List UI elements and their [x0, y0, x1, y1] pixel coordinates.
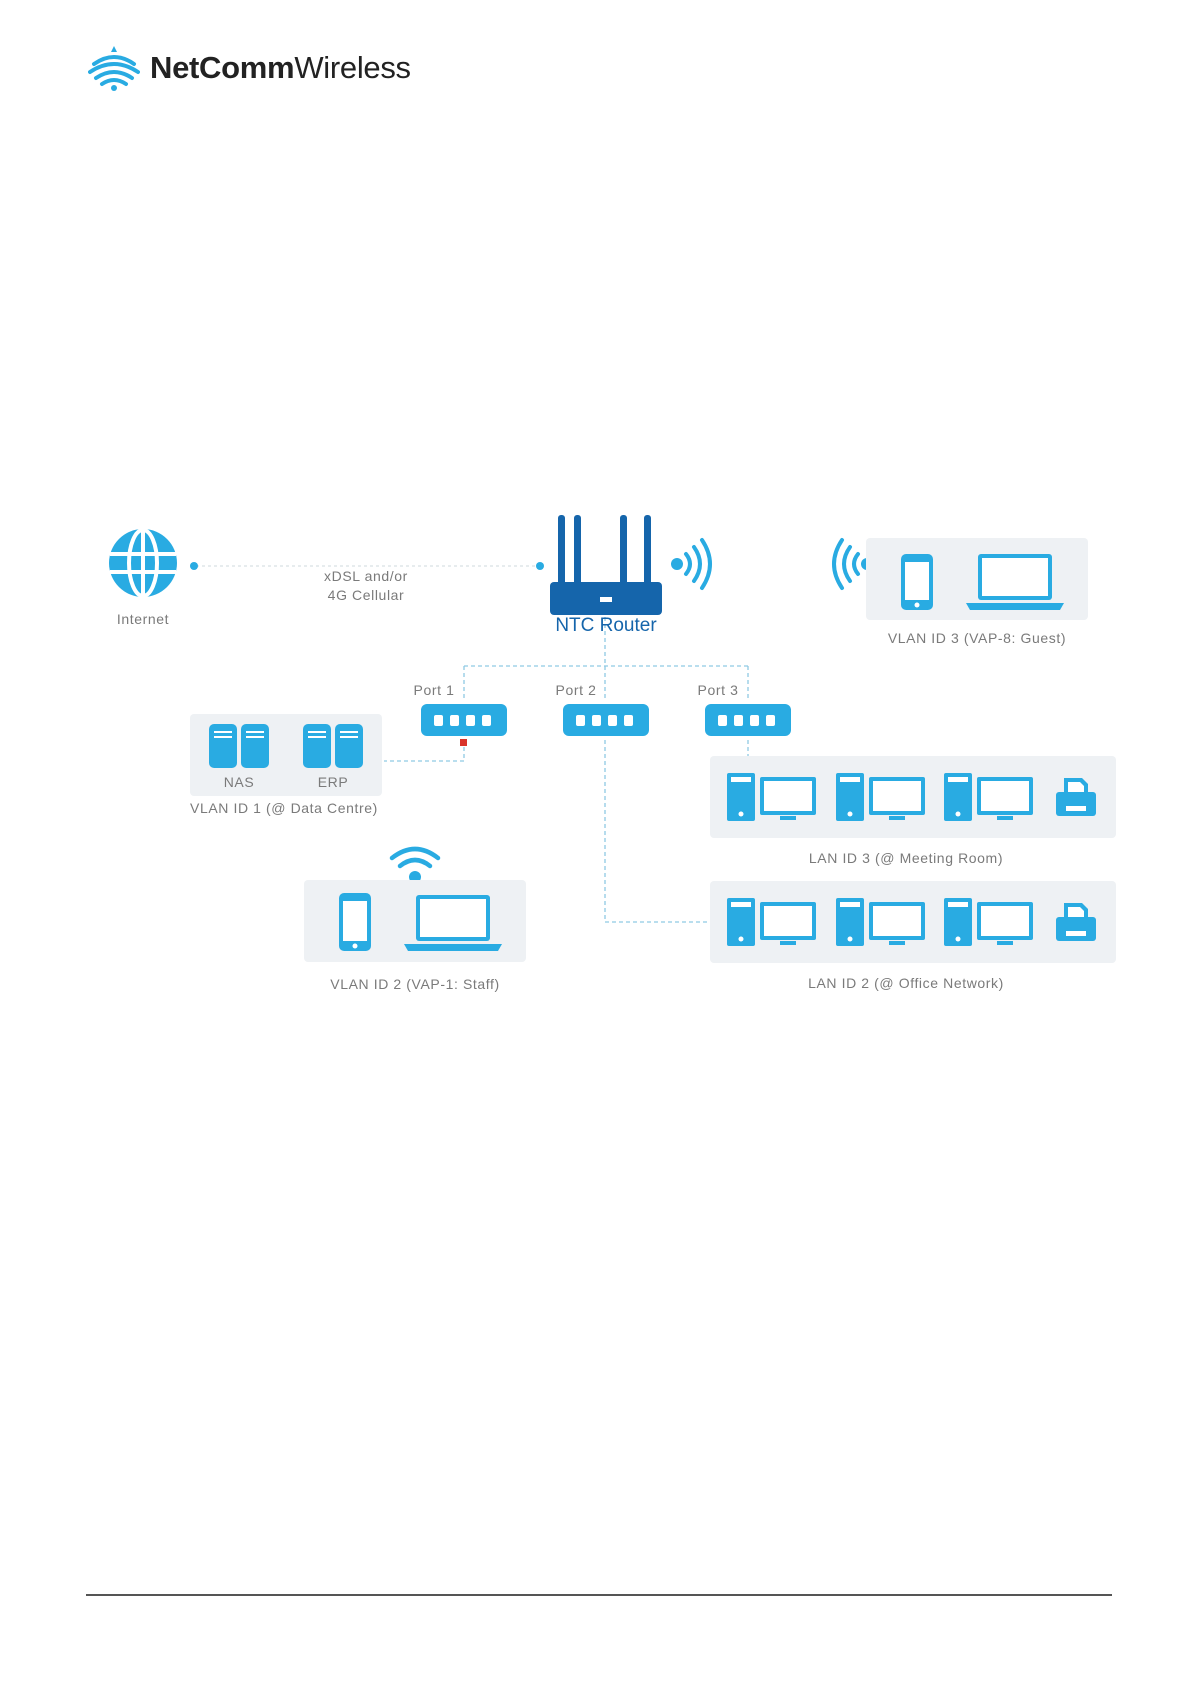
footer-divider	[86, 1594, 1112, 1596]
port1-label: Port 1	[414, 682, 455, 698]
desktop-computer-icon	[943, 772, 1035, 822]
port2-label: Port 2	[556, 682, 597, 698]
meeting-lan-label: LAN ID 3 (@ Meeting Room)	[809, 850, 1003, 866]
erp-label: ERP	[318, 774, 349, 790]
smartphone-icon	[900, 553, 934, 611]
office-lan-panel	[710, 881, 1116, 963]
datacentre-vlan-label: VLAN ID 1 (@ Data Centre)	[190, 800, 378, 816]
port1-alert-indicator	[460, 739, 467, 746]
guest-vlan-panel	[866, 538, 1088, 620]
globe-icon	[106, 526, 180, 600]
laptop-icon	[964, 553, 1066, 611]
switch-port2-icon	[562, 703, 650, 737]
router-link-dot	[536, 562, 544, 570]
internet-link-dot	[190, 562, 198, 570]
link-label-line2: 4G Cellular	[328, 587, 405, 603]
guest-vlan-label: VLAN ID 3 (VAP-8: Guest)	[888, 630, 1066, 646]
router-icon	[548, 512, 668, 618]
port2-to-office-line	[605, 740, 708, 922]
internet-label: Internet	[117, 611, 169, 627]
smartphone-icon	[338, 892, 372, 952]
desktop-computer-icon	[726, 772, 818, 822]
printer-icon	[1054, 901, 1098, 945]
desktop-computer-icon	[943, 897, 1035, 947]
meeting-lan-panel	[710, 756, 1116, 838]
desktop-computer-icon	[835, 772, 927, 822]
link-label-line1: xDSL and/or	[324, 568, 408, 584]
router-wifi-signal-icon	[670, 535, 716, 593]
port3-label: Port 3	[698, 682, 739, 698]
nas-label: NAS	[224, 774, 255, 790]
port1-to-datacentre-line	[384, 740, 464, 761]
switch-port3-icon	[704, 703, 792, 737]
switch-port1-icon	[420, 703, 508, 737]
desktop-computer-icon	[835, 897, 927, 947]
staff-wifi-icon	[389, 842, 441, 884]
printer-icon	[1054, 776, 1098, 820]
datacentre-vlan-panel: NAS ERP	[190, 714, 382, 796]
staff-vlan-label: VLAN ID 2 (VAP-1: Staff)	[330, 976, 500, 992]
desktop-computer-icon	[726, 897, 818, 947]
laptop-icon	[402, 894, 504, 952]
staff-vlan-panel	[304, 880, 526, 962]
office-lan-label: LAN ID 2 (@ Office Network)	[808, 975, 1004, 991]
nas-server-icon	[208, 723, 270, 769]
router-label: NTC Router	[555, 615, 656, 637]
erp-server-icon	[302, 723, 364, 769]
